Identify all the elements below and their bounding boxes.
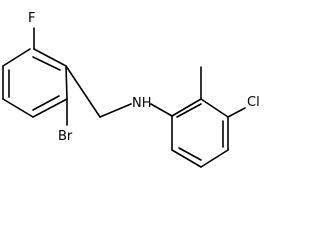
ch2-n-bond: [99, 103, 132, 118]
bond: [171, 98, 202, 117]
c-cl-bond: [227, 107, 246, 118]
n-aryl-bond: [150, 103, 173, 117]
chemical-structure: F Br NH Cl: [2, 11, 260, 168]
double-bond-inner: [32, 95, 60, 111]
bond: [200, 149, 229, 168]
ch2-bond: [65, 65, 101, 118]
bond: [65, 65, 68, 100]
double-bond-inner: [32, 56, 61, 71]
double-bond-inner: [178, 147, 202, 161]
bond: [171, 149, 202, 168]
amine-label: NH: [132, 96, 152, 111]
bond: [2, 98, 34, 118]
chloromethylphenyl-ring: [171, 98, 229, 168]
double-bond-inner: [176, 103, 202, 118]
fluorine-label: F: [28, 11, 35, 26]
bromine-label: Br: [58, 129, 73, 144]
chlorine-label: Cl: [247, 95, 260, 110]
bond: [2, 48, 31, 67]
bond: [200, 98, 229, 118]
bond: [33, 48, 67, 67]
bromofluorophenyl-ring: [2, 48, 68, 118]
bond: [32, 98, 68, 118]
